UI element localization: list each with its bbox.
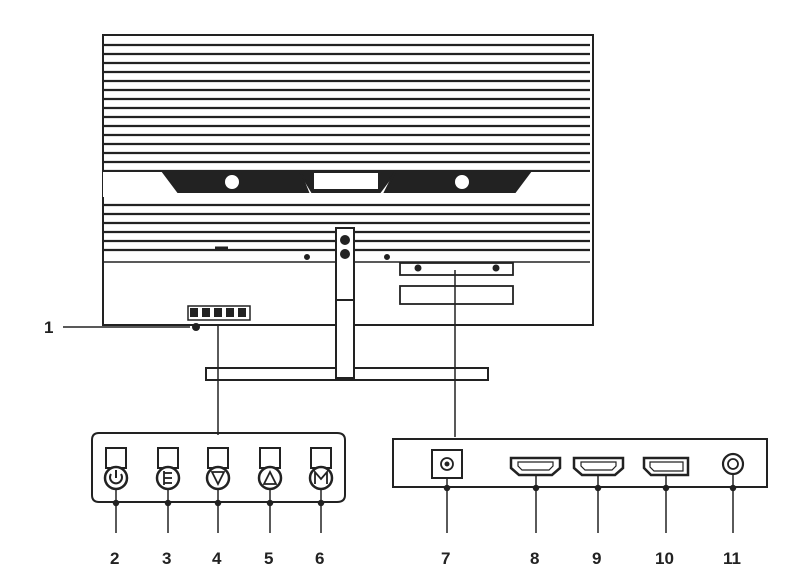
down-arrow-icon — [205, 447, 231, 491]
menu-icon — [155, 447, 181, 491]
hdmi-port-icon — [572, 456, 625, 477]
callout-1: 1 — [44, 318, 54, 337]
displayport-icon — [642, 456, 690, 477]
callout-7: 7 — [441, 549, 451, 568]
button-panel-detail — [91, 432, 346, 503]
monitor-button-cluster — [187, 305, 251, 331]
monitor-stand — [205, 227, 489, 381]
callout-10: 10 — [655, 549, 674, 568]
dc-power-jack-icon — [431, 449, 463, 479]
callout-6: 6 — [315, 549, 325, 568]
monitor-rear-panel — [102, 34, 594, 326]
hdmi-port-icon — [509, 456, 562, 477]
up-arrow-icon — [257, 447, 283, 491]
callout-3: 3 — [162, 549, 172, 568]
m-mode-icon — [308, 447, 334, 491]
port-panel-detail — [392, 438, 768, 488]
callout-8: 8 — [530, 549, 540, 568]
callout-4: 4 — [212, 549, 222, 568]
port-cover-lower — [399, 285, 514, 305]
callout-11: 11 — [723, 549, 741, 568]
callout-2: 2 — [110, 549, 120, 568]
audio-jack-icon — [721, 452, 745, 476]
port-cover — [399, 262, 514, 276]
callout-9: 9 — [592, 549, 602, 568]
vent-stripes — [103, 43, 590, 252]
power-icon — [103, 447, 129, 491]
callout-5: 5 — [264, 549, 274, 568]
